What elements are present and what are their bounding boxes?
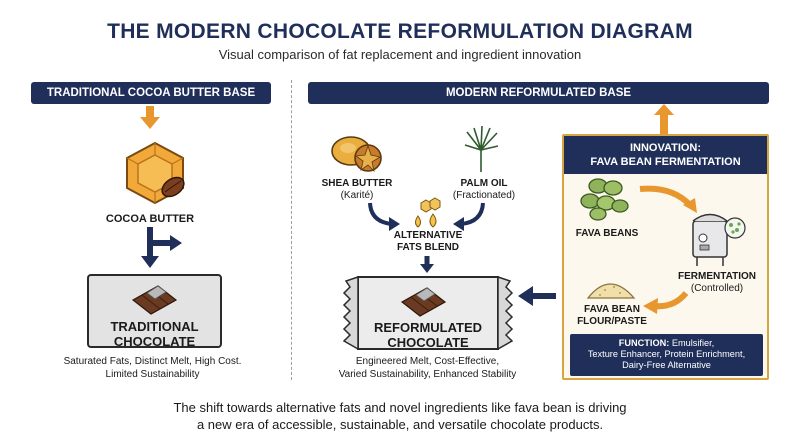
- shea-sub: (Karité): [340, 190, 374, 201]
- blend-line1: ALTERNATIVE: [393, 230, 463, 241]
- cocoa-pod-icon: [161, 176, 185, 198]
- function-line1: Emulsifier,: [669, 338, 715, 348]
- oil-drops-icon: [415, 197, 441, 228]
- shea-label: SHEA BUTTER: [321, 178, 393, 189]
- flour-line2: FLOUR/PASTE: [577, 316, 647, 327]
- shea-arrow: [368, 202, 393, 226]
- split-arrow-icon: [141, 227, 182, 268]
- footer-text: The shift towards alternative fats and n…: [0, 399, 800, 433]
- palm-label: PALM OIL: [460, 178, 508, 189]
- palm-label-group: PALM OIL (Fractionated): [440, 178, 528, 202]
- chocolate-bar-icon: [400, 287, 447, 317]
- reformulated-caption: Engineered Melt, Cost-Effective, Varied …: [315, 355, 540, 381]
- fava-to-ferment-arrow: [639, 185, 693, 208]
- traditional-product-title: TRADITIONAL CHOCOLATE: [88, 319, 221, 349]
- innovation-heading-line1: INNOVATION:: [629, 142, 702, 154]
- ferment-sub: (Controlled): [690, 283, 744, 294]
- cocoa-butter-label: COCOA BUTTER: [105, 213, 195, 225]
- function-line3: Dairy-Free Alternative: [622, 360, 711, 370]
- shea-nut-icon: [331, 136, 382, 173]
- arrow-up-orange-icon: [654, 104, 674, 134]
- reformulated-caption-line2: Varied Sustainability, Enhanced Stabilit…: [338, 369, 517, 380]
- traditional-line1: TRADITIONAL: [110, 319, 199, 334]
- footer-line1: The shift towards alternative fats and n…: [173, 400, 627, 415]
- traditional-caption: Saturated Fats, Distinct Melt, High Cost…: [30, 355, 275, 381]
- function-title: FUNCTION:: [618, 338, 670, 348]
- modern-banner: MODERN REFORMULATED BASE: [308, 82, 769, 104]
- arrow-down-orange-icon: [140, 106, 160, 129]
- blend-label: ALTERNATIVE FATS BLEND: [385, 230, 471, 254]
- traditional-banner: TRADITIONAL COCOA BUTTER BASE: [31, 82, 271, 104]
- palm-sub: (Fractionated): [452, 190, 516, 201]
- fava-label: FAVA BEANS: [575, 228, 639, 239]
- footer-line2: a new era of accessible, sustainable, an…: [196, 417, 604, 432]
- fermentation-tank-icon: [692, 213, 746, 266]
- flour-label: FAVA BEAN FLOUR/PASTE: [574, 304, 650, 328]
- section-divider: [291, 80, 292, 380]
- page-subtitle: Visual comparison of fat replacement and…: [218, 47, 582, 62]
- shea-label-group: SHEA BUTTER (Karité): [313, 178, 401, 202]
- palm-leaf-icon: [464, 125, 499, 172]
- fava-beans-icon: [580, 178, 629, 221]
- traditional-line2: CHOCOLATE: [113, 334, 196, 349]
- innovation-heading-line2: FAVA BEAN FERMENTATION: [590, 156, 741, 168]
- reformulated-line1: REFORMULATED: [373, 320, 483, 335]
- chocolate-bar-icon: [131, 285, 178, 315]
- palm-arrow: [460, 202, 485, 226]
- flour-pile-icon: [586, 283, 636, 299]
- arrow-left-navy-icon: [518, 286, 556, 306]
- function-line2: Texture Enhancer, Protein Enrichment,: [587, 349, 746, 359]
- reformulated-product-title: REFORMULATED CHOCOLATE: [358, 320, 498, 350]
- innovation-heading: INNOVATION: FAVA BEAN FERMENTATION: [564, 136, 767, 174]
- page-title: THE MODERN CHOCOLATE REFORMULATION DIAGR…: [107, 20, 693, 43]
- blend-line2: FATS BLEND: [396, 242, 460, 253]
- ferment-label-group: FERMENTATION (Controlled): [672, 271, 762, 295]
- traditional-caption-line1: Saturated Fats, Distinct Melt, High Cost…: [63, 356, 242, 367]
- reformulated-line2: CHOCOLATE: [387, 335, 469, 350]
- ferment-label: FERMENTATION: [678, 271, 756, 282]
- traditional-caption-line2: Limited Sustainability: [105, 369, 200, 380]
- flour-line1: FAVA BEAN: [584, 304, 640, 315]
- reformulated-caption-line1: Engineered Melt, Cost-Effective,: [355, 356, 500, 367]
- function-box: FUNCTION: Emulsifier, Texture Enhancer, …: [570, 334, 763, 376]
